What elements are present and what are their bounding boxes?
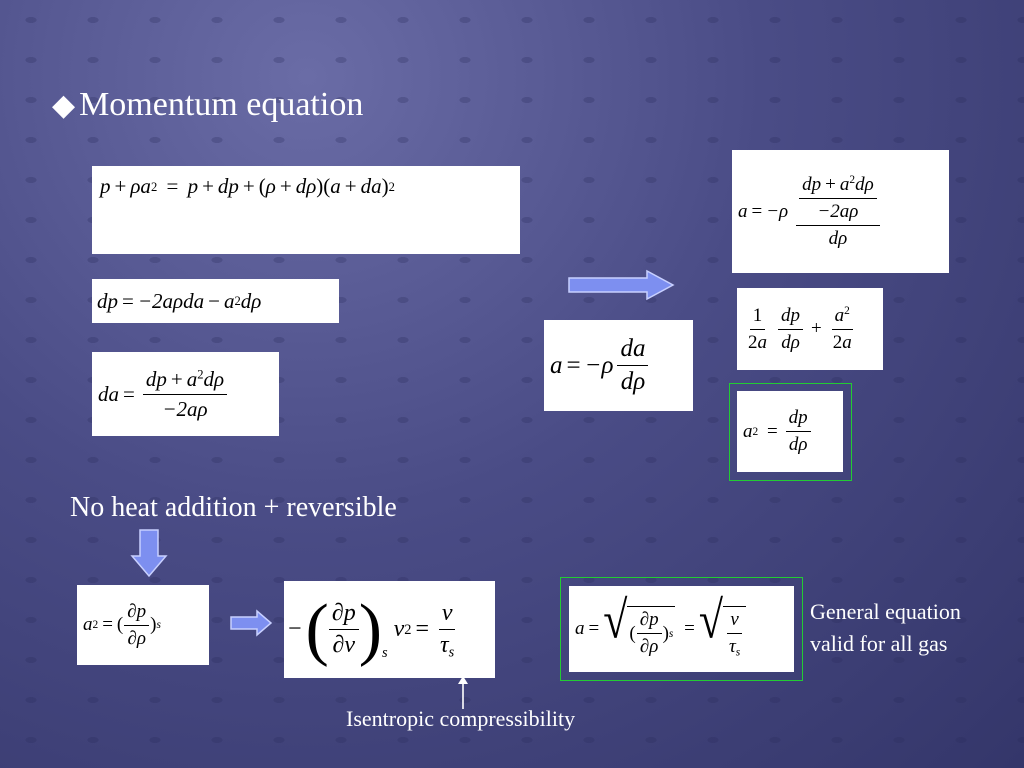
note-general-equation: General equation valid for all gas [810, 596, 961, 660]
highlight-frame-general [560, 577, 803, 681]
note-isentropic-compressibility: Isentropic compressibility [346, 706, 576, 731]
arrow-up-icon [458, 676, 468, 709]
diamond-icon: ◆ [52, 89, 76, 122]
slide-title-text: Momentum equation [79, 86, 364, 123]
slide-title: ◆Momentum equation [52, 86, 363, 124]
note-general-line-1: General equation [810, 599, 961, 624]
arrow-small-icon [230, 609, 273, 637]
arrow-down-icon [130, 529, 168, 578]
note-general-line-2: valid for all gas [810, 631, 948, 656]
arrow-icon [568, 269, 675, 301]
highlight-frame-a2 [729, 383, 852, 481]
note-no-heat-addition: No heat addition + reversible [70, 492, 397, 523]
equation-da: da=dp+a2dρ−2aρ [92, 352, 279, 436]
